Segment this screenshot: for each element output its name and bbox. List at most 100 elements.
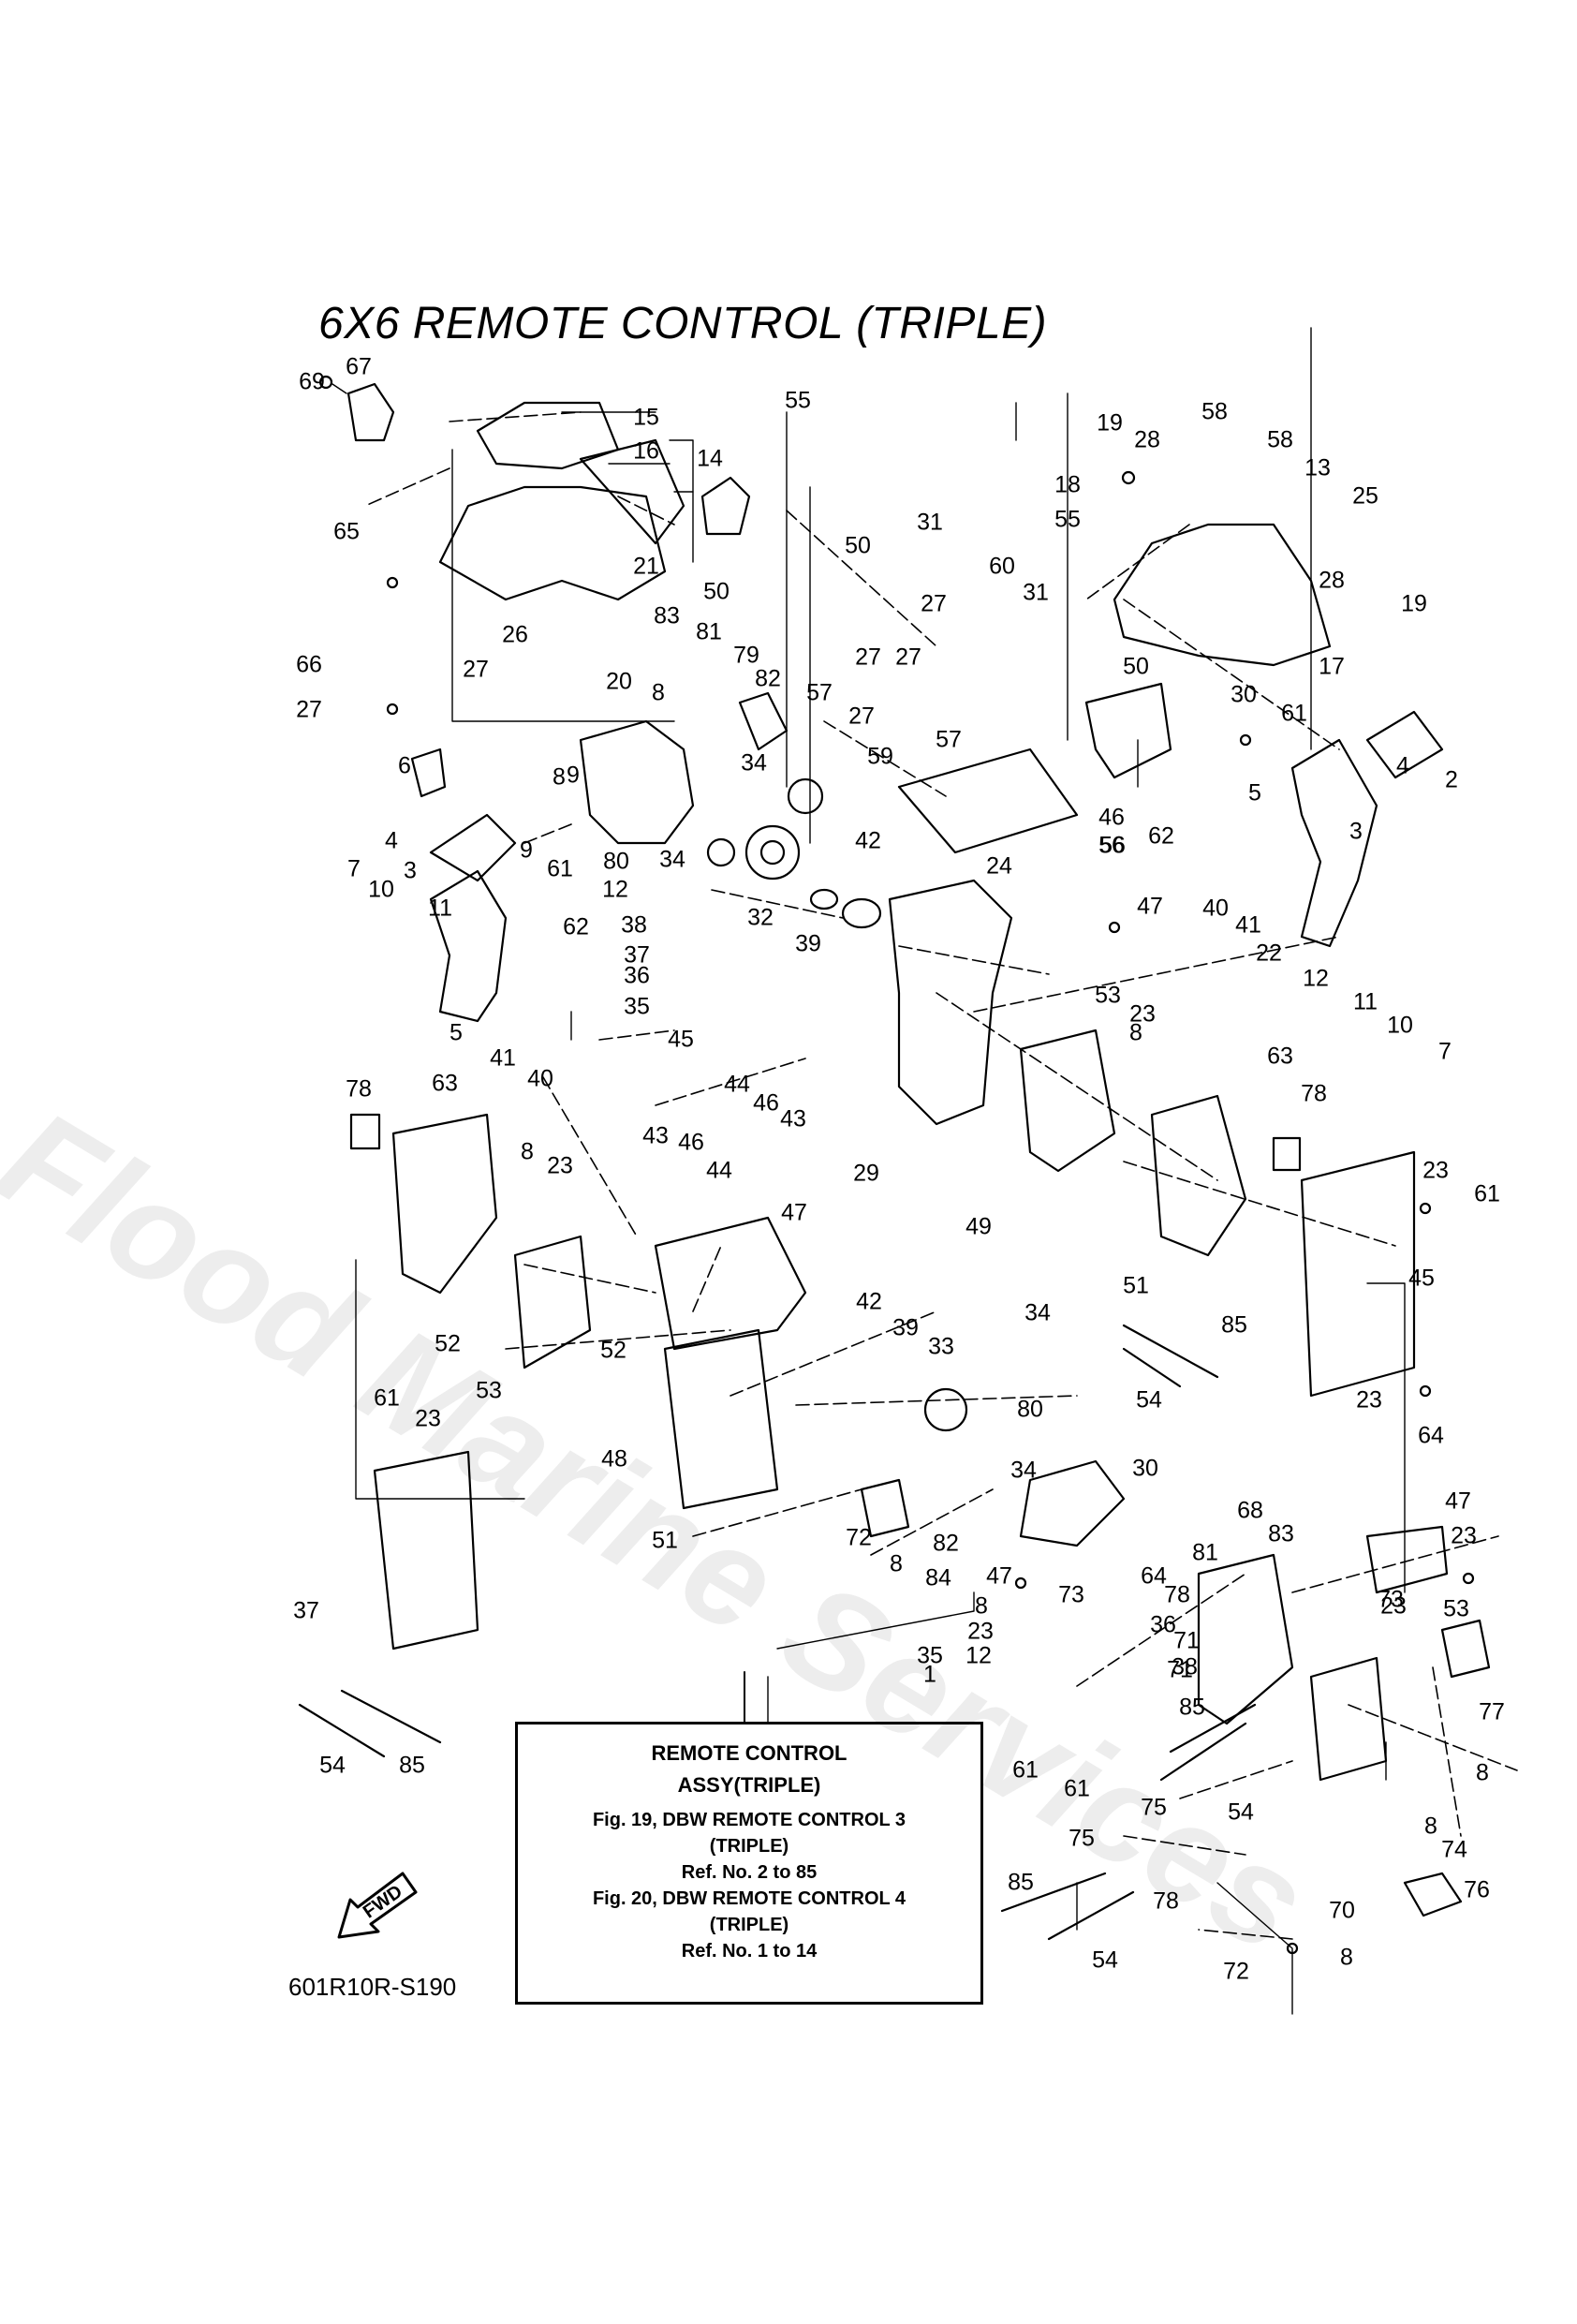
callout-ref-34: 34: [741, 749, 767, 777]
callout-ref-61: 61: [374, 1384, 400, 1412]
callout-ref-39: 39: [892, 1314, 919, 1341]
callout-ref-32: 32: [747, 904, 774, 931]
callout-ref-54: 54: [1228, 1799, 1254, 1826]
callout-ref-83: 83: [654, 602, 680, 629]
callout-ref-81: 81: [696, 618, 722, 645]
callout-ref-34: 34: [1024, 1299, 1051, 1326]
callout-ref-81: 81: [1192, 1539, 1218, 1566]
callout-ref-77: 77: [1479, 1698, 1505, 1725]
callout-ref-85: 85: [1008, 1869, 1034, 1896]
callout-ref-6: 6: [398, 752, 411, 779]
callout-ref-70: 70: [1329, 1897, 1355, 1924]
callout-ref-40: 40: [1202, 895, 1229, 922]
callout-ref-80: 80: [603, 848, 629, 875]
info-fig19-line1: Fig. 19, DBW REMOTE CONTROL 3: [592, 1810, 906, 1830]
callout-ref-78: 78: [346, 1075, 372, 1103]
callout-ref-21: 21: [633, 553, 659, 580]
callout-ref-78: 78: [1164, 1581, 1190, 1608]
fwd-arrow-icon: FWD: [337, 1872, 418, 1939]
callout-ref-12: 12: [602, 876, 628, 903]
callout-ref-9: 9: [520, 836, 533, 864]
callout-ref-61: 61: [1012, 1756, 1039, 1784]
callout-ref-64: 64: [1141, 1562, 1167, 1590]
diagram-title: 6X6 REMOTE CONTROL (TRIPLE): [318, 299, 1048, 348]
callout-ref-45: 45: [668, 1026, 694, 1053]
callout-ref-11: 11: [1353, 988, 1378, 1015]
callout-ref-48: 48: [601, 1445, 627, 1473]
callout-ref-56: 56: [1098, 832, 1125, 859]
callout-ref-85: 85: [399, 1752, 425, 1779]
callout-ref-73: 73: [1378, 1586, 1404, 1613]
callout-ref-30: 30: [1231, 681, 1257, 708]
callout-ref-47: 47: [781, 1199, 807, 1226]
callout-ref-61: 61: [1474, 1180, 1500, 1207]
callout-ref-42: 42: [855, 827, 881, 854]
callout-ref-52: 52: [435, 1330, 461, 1357]
callout-ref-47: 47: [986, 1562, 1012, 1590]
callout-ref-24: 24: [986, 852, 1012, 880]
callout-ref-8: 8: [975, 1592, 988, 1620]
callout-ref-33: 33: [928, 1333, 954, 1360]
callout-ref-85: 85: [1221, 1311, 1247, 1339]
callout-ref-54: 54: [319, 1752, 346, 1779]
callout-ref-69: 69: [299, 368, 325, 395]
callout-ref-23: 23: [1129, 1000, 1156, 1028]
callout-ref-42: 42: [856, 1288, 882, 1315]
callout-ref-5: 5: [1248, 779, 1261, 807]
callout-ref-45: 45: [1408, 1265, 1435, 1292]
info-heading-2: ASSY(TRIPLE): [677, 1773, 821, 1797]
callout-ref-27: 27: [895, 644, 921, 671]
callout-ref-78: 78: [1301, 1080, 1327, 1107]
callout-ref-55: 55: [785, 387, 811, 414]
callout-ref-35: 35: [624, 993, 650, 1020]
callout-ref-38: 38: [1172, 1653, 1198, 1680]
callout-ref-8: 8: [521, 1138, 534, 1165]
info-fig20-line2: (TRIPLE): [709, 1915, 789, 1935]
callout-ref-67: 67: [346, 353, 372, 380]
callout-ref-23: 23: [547, 1152, 573, 1179]
callout-ref-53: 53: [1095, 982, 1121, 1009]
part-outlines: [298, 375, 1491, 1955]
callout-ref-19: 19: [1401, 590, 1427, 617]
callout-ref-50: 50: [845, 532, 871, 559]
callout-ref-14: 14: [697, 445, 723, 472]
callout-ref-52: 52: [600, 1337, 626, 1364]
callout-ref-30: 30: [1132, 1455, 1158, 1482]
callout-ref-8: 8: [553, 763, 566, 791]
callout-ref-74: 74: [1441, 1836, 1467, 1863]
callout-ref-62: 62: [1148, 822, 1174, 850]
callout-ref-18: 18: [1054, 471, 1081, 498]
callout-ref-43: 43: [780, 1105, 806, 1132]
callout-ref-72: 72: [1223, 1958, 1249, 1985]
callout-ref-60: 60: [989, 553, 1015, 580]
callout-ref-47: 47: [1137, 893, 1163, 920]
callout-ref-61: 61: [1281, 700, 1307, 727]
info-fig19-line2: (TRIPLE): [709, 1836, 789, 1857]
callout-ref-23: 23: [967, 1618, 994, 1645]
callout-ref-40: 40: [527, 1065, 553, 1092]
callout-ref-57: 57: [936, 726, 962, 753]
callout-ref-7: 7: [1438, 1038, 1452, 1065]
callout-ref-9: 9: [567, 762, 580, 789]
callout-ref-65: 65: [333, 518, 360, 545]
callout-ref-54: 54: [1092, 1947, 1118, 1974]
callout-ref-10: 10: [368, 876, 394, 903]
callout-ref-16: 16: [633, 437, 659, 465]
callout-ref-71: 71: [1167, 1656, 1193, 1683]
callout-ref-8: 8: [890, 1550, 903, 1577]
callout-ref-84: 84: [925, 1564, 951, 1591]
callout-ref-71: 71: [1173, 1627, 1200, 1654]
callout-ref-12: 12: [1303, 965, 1329, 992]
callout-ref-58: 58: [1201, 398, 1228, 425]
callout-ref-46: 46: [1098, 804, 1125, 831]
callout-ref-44: 44: [724, 1071, 750, 1098]
callout-ref-59: 59: [867, 743, 893, 770]
callout-ref-8: 8: [652, 679, 665, 706]
callout-ref-28: 28: [1134, 426, 1160, 453]
callout-ref-27: 27: [848, 703, 875, 730]
callout-ref-29: 29: [853, 1160, 879, 1187]
callout-ref-2: 2: [1445, 766, 1458, 793]
callout-ref-37: 37: [624, 941, 650, 969]
callout-ref-35: 35: [917, 1642, 943, 1669]
callout-ref-47: 47: [1445, 1488, 1471, 1515]
